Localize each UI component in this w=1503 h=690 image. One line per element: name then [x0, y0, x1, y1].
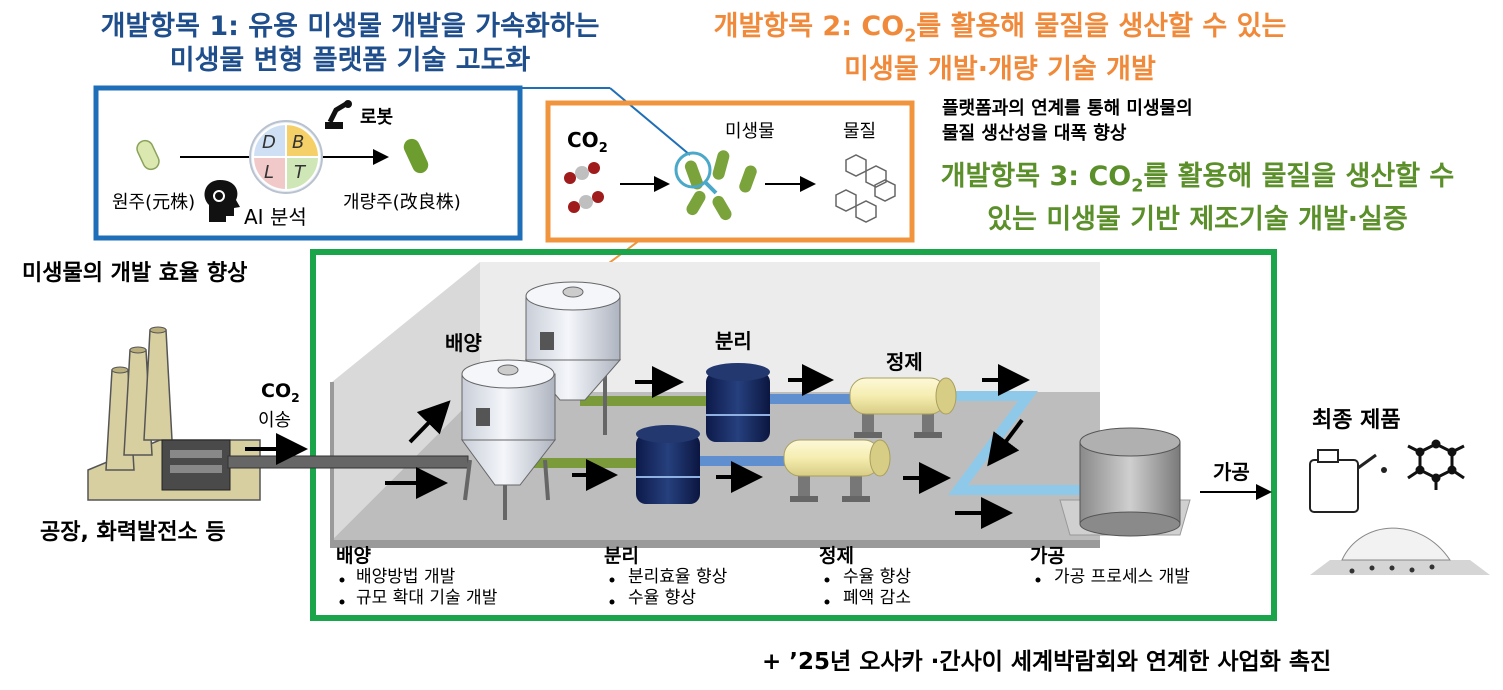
processing-tank	[1059, 427, 1191, 537]
processing-label: 가공	[1213, 460, 1250, 484]
culture-tank-back	[524, 281, 622, 435]
list-item: 배양방법 개발	[356, 567, 456, 587]
transport-label: 이송	[258, 410, 292, 431]
improved-strain-label: 개량주(改良株)	[343, 192, 461, 213]
item2-title-line2: 미생물 개발·개량 기술 개발	[844, 54, 1156, 86]
list-separation: 분리 분리효율 향상 수율 향상	[604, 546, 727, 609]
culture-tank-front	[461, 359, 557, 520]
list-item: 규모 확대 기술 개발	[356, 588, 498, 608]
material-molecule-icon	[835, 154, 896, 223]
microbe-cluster-icon	[684, 150, 757, 221]
ai-analysis-label: AI 분석	[244, 205, 307, 229]
purification-label: 정제	[886, 350, 923, 374]
list-item: 수율 향상	[628, 588, 696, 608]
dblt-letter-b: B	[292, 132, 305, 153]
platform-note-line2: 물질 생산성을 대폭 향상	[942, 123, 1127, 144]
item1-title-line1: 개발항목 1: 유용 미생물 개발을 가속화하는	[100, 11, 600, 42]
factory-icon	[87, 326, 261, 501]
list-purification-head: 정제	[819, 545, 854, 567]
factory-co2-label: CO2	[261, 380, 300, 405]
robot-icon	[325, 100, 352, 129]
box2-co2-label: CO2	[567, 128, 608, 156]
list-purification: 정제 수율 향상 폐액 감소	[819, 546, 911, 609]
separator-front	[636, 425, 700, 504]
list-culture-head: 배양	[336, 545, 371, 567]
room-floor-edge	[332, 540, 1100, 548]
green-pipe-bottom	[520, 458, 650, 468]
platform-note-line1: 플랫폼과의 연계를 통해 미생물의	[942, 98, 1193, 119]
origin-strain-label: 원주(元株)	[112, 192, 196, 213]
molecule-ring-icon	[1407, 439, 1465, 490]
purifier-front	[783, 439, 891, 502]
separation-label: 분리	[715, 329, 752, 353]
co2-pipe	[227, 455, 469, 469]
list-item: 폐액 감소	[843, 588, 911, 608]
platform-note: 플랫폼과의 연계를 통해 미생물의 물질 생산성을 대폭 향상	[942, 96, 1193, 146]
separator-back	[706, 363, 770, 442]
bottom-note: + ’25년 오사카 ·간사이 세계박람회와 연계한 사업화 촉진	[762, 649, 1332, 675]
list-bullets	[339, 577, 1041, 605]
item1-title: 개발항목 1: 유용 미생물 개발을 가속화하는 미생물 변형 플랫폼 기술 고…	[60, 10, 640, 78]
material-label: 물질	[843, 121, 877, 142]
list-item: 수율 향상	[843, 567, 911, 587]
list-processing: 가공 가공 프로세스 개발	[1030, 546, 1190, 588]
list-culture: 배양 배양방법 개발 규모 확대 기술 개발	[336, 546, 497, 609]
ai-head-icon	[204, 180, 240, 222]
factory-caption: 공장, 화력발전소 등	[40, 520, 226, 545]
container-icon	[1309, 449, 1387, 513]
room-left-wall	[332, 262, 480, 540]
item1-title-line2: 미생물 변형 플랫폼 기술 고도화	[169, 45, 531, 76]
room-back-wall	[480, 262, 1100, 392]
flow-arrows	[385, 364, 1030, 529]
box2-frame	[545, 100, 915, 243]
list-item: 가공 프로세스 개발	[1054, 567, 1190, 587]
dblt-letter-t: T	[294, 162, 305, 183]
robot-label: 로봇	[360, 107, 394, 128]
dblt-letter-l: L	[264, 162, 275, 183]
item3-title: 개발항목 3: CO2를 활용해 물질을 생산할 수 있는 미생물 기반 제조기…	[925, 160, 1470, 237]
final-product-label: 최종 제품	[1312, 408, 1401, 433]
microbe-label: 미생물	[725, 121, 775, 142]
list-separation-head: 분리	[604, 545, 639, 567]
box1-frame	[93, 85, 523, 241]
dblt-wheel	[249, 120, 323, 194]
improved-strain-icon	[403, 138, 429, 174]
blue-pipe-bottom	[700, 456, 790, 466]
item2-title: 개발항목 2: CO2를 활용해 물질을 생산할 수 있는 미생물 개발·개량 …	[680, 10, 1320, 87]
item2-title-line1: 개발항목 2: CO2를 활용해 물질을 생산할 수 있는	[713, 11, 1287, 47]
purifier-back	[849, 377, 957, 438]
list-processing-head: 가공	[1030, 545, 1065, 567]
list-item: 분리효율 향상	[628, 567, 728, 587]
green-pipe-top	[580, 396, 720, 406]
item3-title-line2: 있는 미생물 기반 제조기술 개발·실증	[987, 204, 1408, 236]
item3-title-line1: 개발항목 3: CO2를 활용해 물질을 생산할 수	[940, 161, 1455, 197]
origin-strain-icon	[136, 139, 160, 171]
green-frame	[310, 249, 1277, 621]
powder-icon	[1310, 527, 1490, 575]
magnifier-icon	[674, 151, 718, 195]
culture-label: 배양	[445, 331, 482, 355]
box1-caption: 미생물의 개발 효율 향상	[22, 261, 248, 286]
blue-pipe-top	[760, 394, 860, 404]
co2-molecule-icon	[564, 162, 604, 213]
dblt-letter-d: D	[262, 132, 276, 153]
